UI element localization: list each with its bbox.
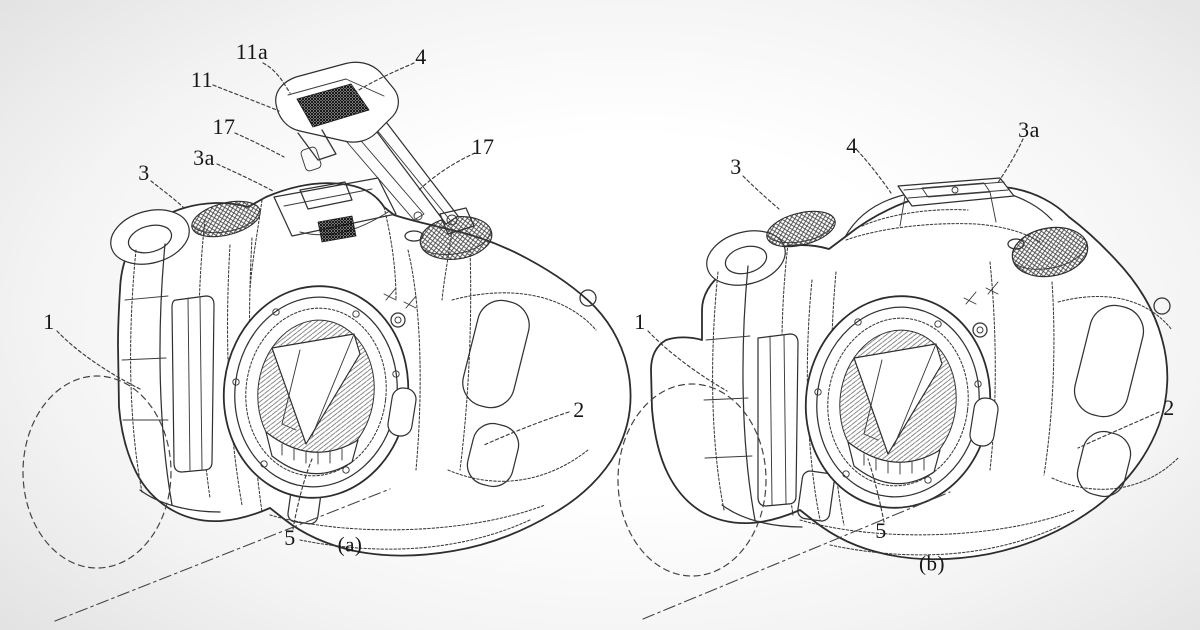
lens-release-button-a <box>387 387 417 437</box>
camera-b-drawing <box>617 138 1179 620</box>
ref-label-a-3a: 3a <box>193 145 215 170</box>
mode-dial-a <box>110 200 261 265</box>
reflex-mirror-a <box>271 333 361 445</box>
pentaprism-hump-b <box>844 177 1053 243</box>
caption-view-a: (a) <box>337 532 363 557</box>
leader-lines-b <box>647 138 1160 523</box>
ref-label-b-4: 4 <box>846 133 858 158</box>
mode-dial-b <box>706 210 836 286</box>
lens-release-button-b <box>969 397 999 447</box>
caption-view-b: (b) <box>919 551 945 576</box>
leader-lines-a <box>56 62 570 530</box>
lens-phantom-a <box>22 375 172 569</box>
side-pads-b <box>1051 296 1179 498</box>
lens-mount-a <box>222 285 410 499</box>
grip-b <box>703 243 835 528</box>
optical-axis-b <box>642 491 951 620</box>
optical-axis-a <box>54 488 391 622</box>
lens-mount-b <box>804 295 992 509</box>
reflex-mirror-b <box>853 343 943 455</box>
main-dial-b <box>1007 226 1089 278</box>
ref-label-b-5: 5 <box>875 518 887 543</box>
ref-label-a-4: 4 <box>415 44 427 69</box>
ref-label-a-1: 1 <box>43 309 55 334</box>
ref-label-a-3: 3 <box>138 160 150 185</box>
flash-unit-a <box>275 61 475 235</box>
side-pads-a <box>447 289 597 488</box>
ref-label-a-5: 5 <box>284 525 296 550</box>
flash-cavity-a <box>273 177 397 243</box>
camera-a-drawing <box>22 61 632 622</box>
lens-phantom-b <box>617 383 767 577</box>
ref-label-a-11: 11 <box>190 67 214 92</box>
ref-label-a-17-left: 17 <box>212 114 236 139</box>
ref-label-a-2: 2 <box>573 397 585 422</box>
ref-label-a-17-right: 17 <box>471 134 495 159</box>
grip-a <box>121 219 323 525</box>
ref-label-b-3: 3 <box>730 154 742 179</box>
ref-label-a-11a: 11a <box>235 39 269 64</box>
ref-label-b-2: 2 <box>1163 395 1175 420</box>
ref-label-b-3a: 3a <box>1018 117 1040 142</box>
ref-label-b-1: 1 <box>634 309 646 334</box>
